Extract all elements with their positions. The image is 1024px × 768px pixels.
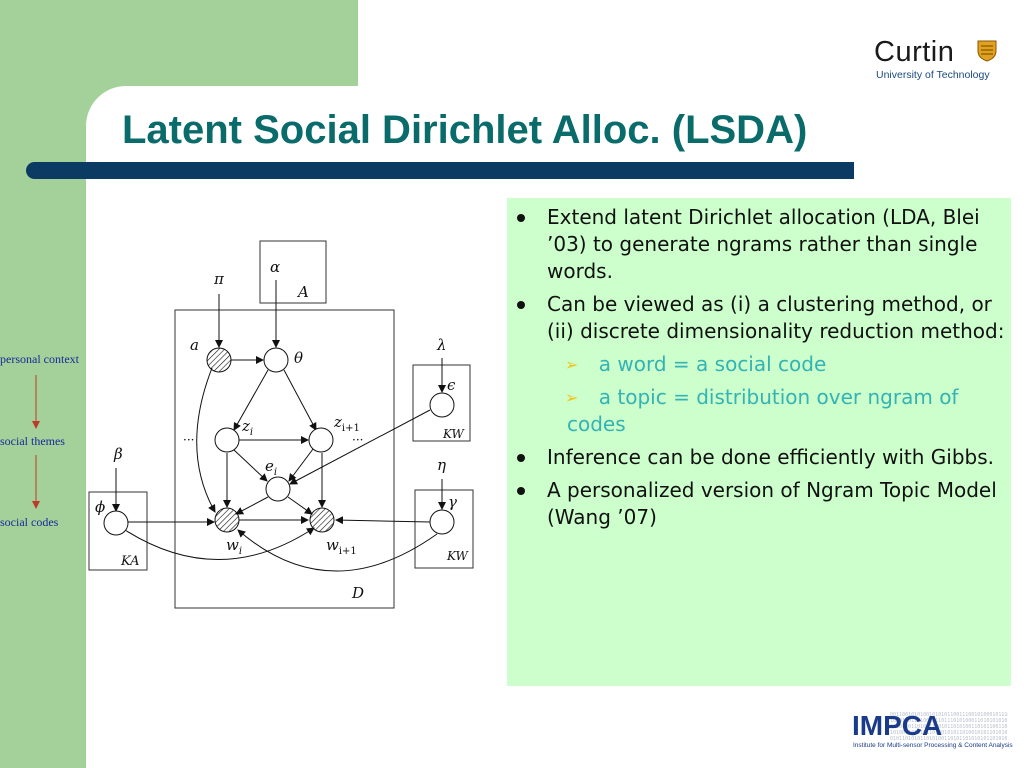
slide-title: Latent Social Dirichlet Alloc. (LSDA) <box>122 108 808 152</box>
node-epsilon <box>429 392 455 418</box>
node-wi1 <box>309 507 335 533</box>
sym-pi: π <box>213 270 225 288</box>
sym-theta: θ <box>294 349 303 367</box>
impca-logo-subtitle: Institute for Multi-sensor Processing & … <box>853 742 1013 749</box>
node-a <box>206 347 232 373</box>
arrow-bullet-icon: ➢ <box>565 355 579 374</box>
label-personal-context: personal context <box>0 352 80 366</box>
sym-KW-bottom: KW <box>446 549 470 563</box>
bullet-text: Can be viewed as (i) a clustering method… <box>547 292 1005 343</box>
edge-phi-wi1 <box>124 527 315 560</box>
lsda-graphical-model-diagram: personal context social themes social co… <box>0 240 474 609</box>
edge-zi-ei <box>233 449 268 482</box>
impca-binary-pattern: 0011001010100101010110011100101000101110… <box>890 712 1008 742</box>
sym-wi1: wi+1 <box>326 536 357 557</box>
sym-KA: KA <box>120 554 140 569</box>
edge-epsilon-ei <box>289 409 431 485</box>
node-zi1 <box>308 427 334 453</box>
sub-bullet-text: a topic = distribution over ngram of cod… <box>567 385 959 436</box>
edge-a-wi <box>196 367 216 513</box>
plate-KW-bottom <box>414 489 474 569</box>
bullet-text: Inference can be done efficiently with G… <box>547 445 995 469</box>
sym-zi: zi <box>241 417 253 438</box>
sym-phi: ϕ <box>95 498 105 516</box>
bullet-item: A personalized version of Ngram Topic Mo… <box>507 477 1007 531</box>
sym-epsilon: ϵ <box>447 376 456 394</box>
sym-alpha: α <box>270 258 280 276</box>
left-decor-band <box>0 0 86 768</box>
bullet-list: Extend latent Dirichlet allocation (LDA,… <box>507 204 1007 537</box>
plate-D <box>174 309 395 609</box>
edge-theta-zi <box>233 369 269 431</box>
sym-zi1: zi+1 <box>333 413 360 434</box>
sym-KW-top: KW <box>442 427 466 441</box>
edge-gamma-wi <box>237 529 438 572</box>
arrow-bullet-icon: ➢ <box>565 388 579 407</box>
plate-A <box>259 240 327 304</box>
bullet-dot-icon <box>517 454 525 462</box>
sym-beta: β <box>113 445 123 463</box>
node-theta <box>263 347 289 373</box>
curtin-logo-subtitle: University of Technology <box>876 69 990 81</box>
edge-ei-wi <box>235 496 269 515</box>
sym-a: a <box>190 336 199 354</box>
sym-eta: η <box>437 456 446 474</box>
impca-logo: 0011001010100101010110011100101000101110… <box>850 710 1013 758</box>
edge-theta-zi1 <box>283 369 317 431</box>
node-ei <box>265 476 291 502</box>
sym-A: A <box>296 283 309 301</box>
sym-ei: ei <box>265 457 277 478</box>
dots-right: ··· <box>352 433 363 447</box>
label-social-codes: social codes <box>0 515 59 529</box>
dots-left: ··· <box>183 433 194 447</box>
bullet-item: Can be viewed as (i) a clustering method… <box>507 291 1007 345</box>
edge-ei-wi1 <box>287 496 313 515</box>
bullet-dot-icon <box>517 487 525 495</box>
bullet-dot-icon <box>517 301 525 309</box>
edge-zi1-ei <box>288 448 314 482</box>
bullet-text: A personalized version of Ngram Topic Mo… <box>547 478 997 529</box>
node-phi <box>103 510 129 536</box>
sym-wi: wi <box>226 536 242 557</box>
sub-bullet-item: ➢ a topic = distribution over ngram of c… <box>507 384 1007 438</box>
sub-bullet-item: ➢ a word = a social code <box>507 351 1007 378</box>
sym-D: D <box>351 584 364 602</box>
node-zi <box>214 427 240 453</box>
top-decor-band <box>0 0 358 86</box>
node-wi <box>214 507 240 533</box>
impca-logo-name: IMPCA <box>852 710 943 741</box>
plate-KA <box>88 491 148 571</box>
bullet-dot-icon <box>517 214 525 222</box>
bullet-text: Extend latent Dirichlet allocation (LDA,… <box>547 205 980 283</box>
curtin-logo: Curtin University of Technology <box>874 36 1000 86</box>
bullet-item: Extend latent Dirichlet allocation (LDA,… <box>507 204 1007 285</box>
sym-lambda: λ <box>436 336 447 354</box>
content-textbox: Extend latent Dirichlet allocation (LDA,… <box>507 198 1011 686</box>
bullet-item: Inference can be done efficiently with G… <box>507 444 1007 471</box>
curtin-shield-icon <box>977 40 997 62</box>
edge-gamma-wi1 <box>335 516 431 525</box>
title-underline-bar <box>26 162 854 179</box>
node-gamma <box>429 509 455 535</box>
curtin-logo-name: Curtin <box>874 36 955 68</box>
sym-gamma: γ <box>448 493 457 511</box>
label-social-themes: social themes <box>0 434 65 448</box>
sub-bullet-text: a word = a social code <box>598 352 827 376</box>
